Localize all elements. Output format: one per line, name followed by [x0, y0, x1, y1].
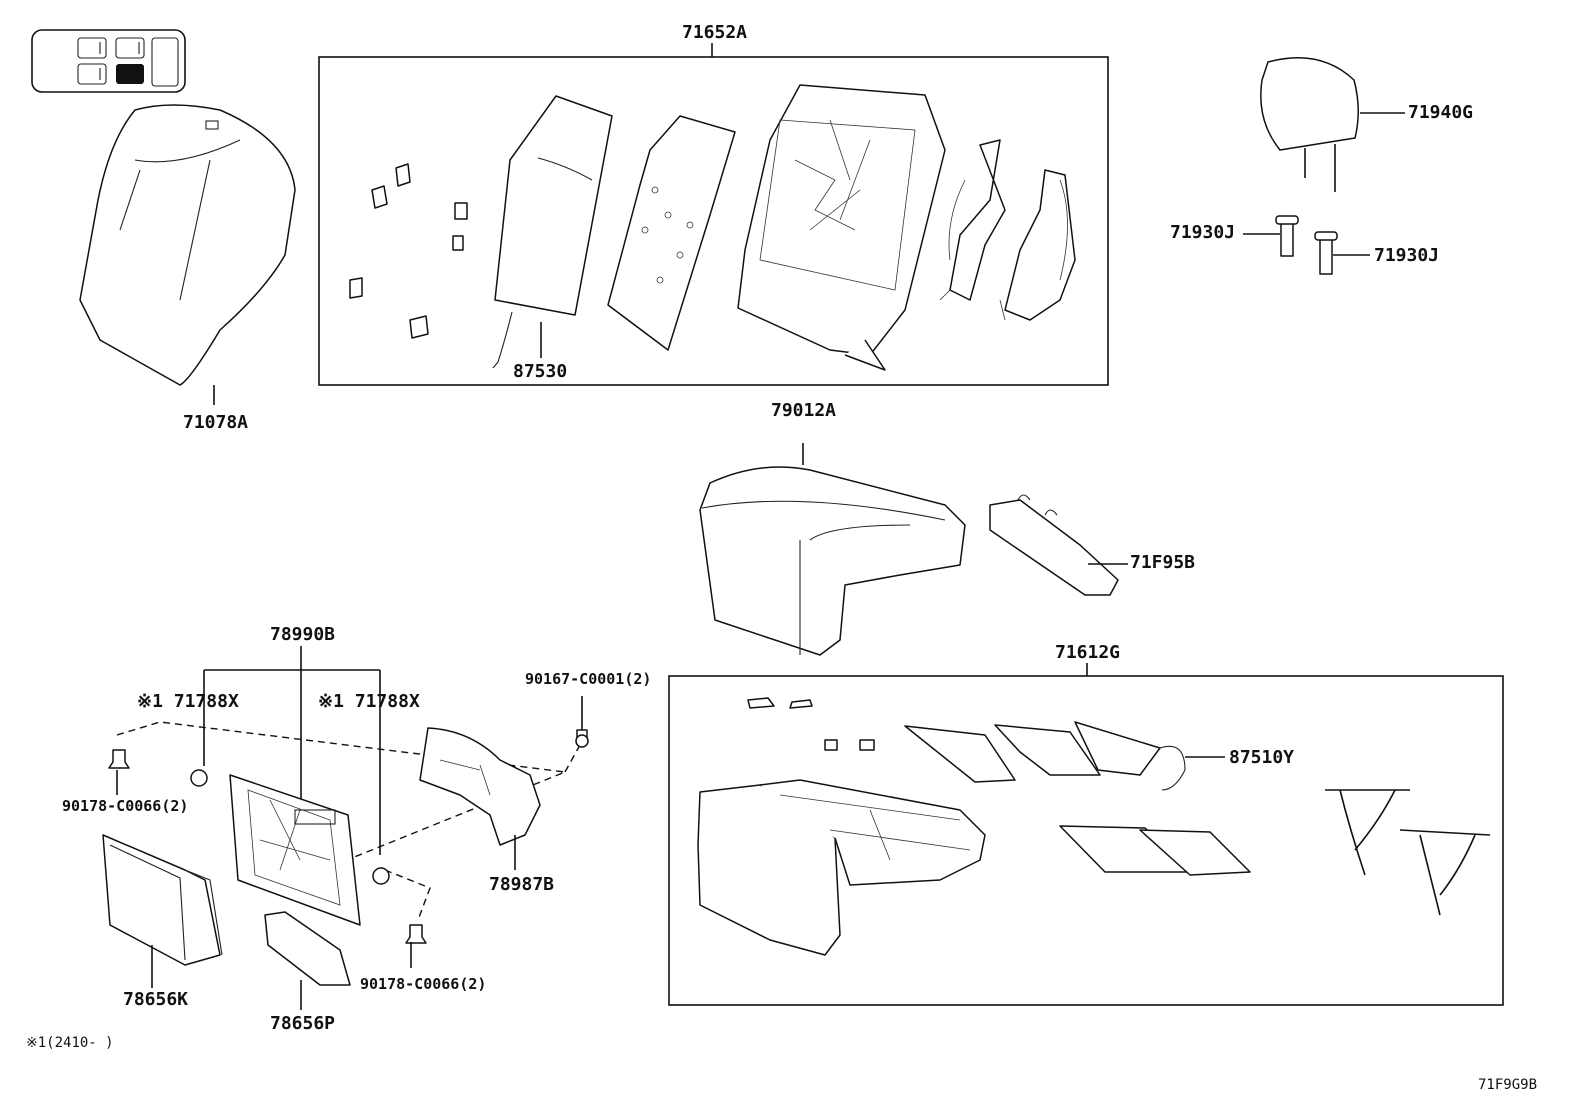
label-71940G[interactable]: 71940G: [1408, 102, 1474, 123]
seat-cushion-frame: [697, 779, 986, 956]
label-78656K[interactable]: 78656K: [123, 989, 189, 1010]
cushion-wire-harness: [1325, 789, 1491, 916]
armrest-pad: [419, 727, 541, 846]
label-71788X-right[interactable]: ※1 71788X: [318, 691, 420, 712]
bolt: [575, 729, 589, 748]
seatback-heater-pad: [492, 95, 613, 369]
label-71788X-left[interactable]: ※1 71788X: [137, 691, 239, 712]
label-71F95B[interactable]: 71F95B: [1130, 552, 1196, 573]
washer-right: [372, 867, 390, 885]
footnote: ※1(2410- ): [26, 1035, 114, 1051]
clip-left: [108, 749, 130, 769]
label-87510Y[interactable]: 87510Y: [1229, 747, 1295, 768]
armrest-lower-cover: [264, 911, 351, 986]
seat-cushion-cover: [699, 466, 966, 656]
label-71078A[interactable]: 71078A: [183, 412, 249, 433]
label-87530[interactable]: 87530: [513, 361, 568, 382]
seat-cushion-frame-assembly-box: [668, 675, 1504, 1006]
seat-position-icon: [31, 29, 186, 93]
label-90178-C0066-left[interactable]: 90178-C0066(2): [62, 797, 189, 815]
label-71612G[interactable]: 71612G: [1055, 642, 1121, 663]
seatback-cover: [79, 104, 296, 386]
highlighted-seat-icon: [116, 64, 144, 84]
armrest-side-cover: [102, 834, 223, 966]
label-78656P[interactable]: 78656P: [270, 1013, 336, 1034]
seatback-frame: [737, 84, 946, 371]
cushion-clips: [747, 697, 875, 751]
seatback-clips: [349, 163, 468, 339]
clip-right: [405, 924, 427, 944]
label-71930J-left[interactable]: 71930J: [1170, 222, 1236, 243]
headrest: [1260, 56, 1359, 192]
label-90178-C0066-right[interactable]: 90178-C0066(2): [360, 975, 487, 993]
armrest-frame-plate: [229, 774, 361, 926]
seatback-panel: [607, 115, 736, 351]
diagram-code: 71F9G9B: [1478, 1077, 1538, 1093]
label-78987B[interactable]: 78987B: [489, 874, 555, 895]
seatback-frame-assembly-box: [318, 56, 1109, 386]
cushion-pads: [1059, 825, 1251, 876]
label-71652A[interactable]: 71652A: [682, 22, 748, 43]
seat-cushion-bracket: [989, 494, 1119, 596]
label-71930J-right[interactable]: 71930J: [1374, 245, 1440, 266]
washer-left: [190, 769, 208, 787]
label-78990B[interactable]: 78990B: [270, 624, 336, 645]
seat-cushion-heater: [904, 721, 1186, 791]
headrest-guides: [1275, 215, 1338, 275]
seatback-lumbar-wires: [939, 139, 1076, 321]
label-90167-C0001[interactable]: 90167-C0001(2): [525, 670, 652, 688]
label-79012A[interactable]: 79012A: [771, 400, 837, 421]
